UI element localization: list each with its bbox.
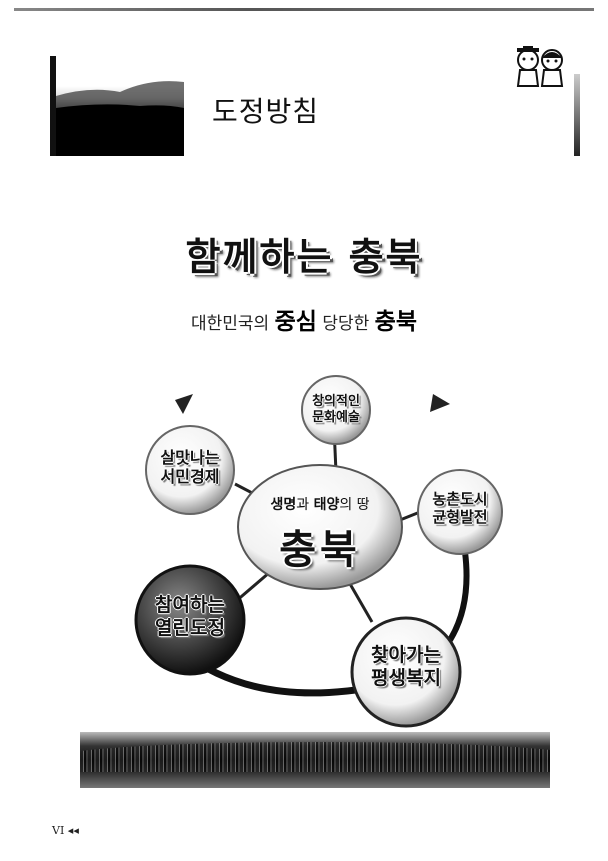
policy-node-line: 참여하는 xyxy=(155,594,225,616)
header-accent-bar xyxy=(50,56,56,156)
center-caption: 생명과 태양의 땅 xyxy=(240,494,400,514)
policy-node-balance: 농촌도시 균형발전 xyxy=(415,490,505,526)
main-slogan: 함께하는 충북 xyxy=(185,235,423,279)
policy-diagram: 생명과 태양의 땅 충북 창의적인 문화예술 농촌도시 균형발전 찾아가는 평생… xyxy=(90,372,540,732)
sub-slogan: 대한민국의 중심 당당한 충북 xyxy=(0,302,608,336)
sub-slogan-middle: 당당한 xyxy=(322,314,370,334)
policy-node-line: 살맛나는 xyxy=(160,448,220,467)
policy-node-line: 찾아가는 xyxy=(371,644,441,666)
footer-landscape-band xyxy=(80,732,550,788)
center-word-life: 생명 xyxy=(270,497,297,513)
center-conjunction: 과 xyxy=(296,497,310,513)
policy-node-participation: 참여하는 열린도정 xyxy=(136,594,244,640)
mascot-icon xyxy=(508,42,572,90)
page-number-label: VI xyxy=(52,824,65,837)
policy-node-economy: 살맛나는 서민경제 xyxy=(144,448,236,486)
policy-node-culture: 창의적인 문화예술 xyxy=(296,394,376,425)
page-arrows-icon: ◂◂ xyxy=(67,824,79,837)
policy-node-line: 균형발전 xyxy=(432,508,488,526)
top-rule xyxy=(14,8,594,11)
header-landscape-image xyxy=(50,56,184,156)
sub-slogan-keyword-chungbuk: 충북 xyxy=(374,309,417,335)
policy-node-line: 농촌도시 xyxy=(432,490,488,508)
center-title: 충북 xyxy=(279,527,361,573)
policy-node-line: 창의적인 xyxy=(312,394,360,409)
footer-hill-texture xyxy=(80,742,550,772)
center-suffix: 의 땅 xyxy=(339,497,370,513)
right-accent-bar xyxy=(574,74,580,156)
page-title: 도정방침 xyxy=(212,95,320,128)
policy-node-welfare: 찾아가는 평생복지 xyxy=(352,644,460,690)
policy-node-line: 문화예술 xyxy=(312,409,360,425)
page-number: VI ◂◂ xyxy=(52,824,79,837)
sub-slogan-keyword-center: 중심 xyxy=(274,309,317,335)
sub-slogan-prefix: 대한민국의 xyxy=(191,314,270,334)
policy-node-line: 서민경제 xyxy=(160,467,220,487)
policy-node-line: 평생복지 xyxy=(371,666,441,689)
center-word-sun: 태양 xyxy=(313,497,340,513)
policy-node-line: 열린도정 xyxy=(155,616,225,639)
